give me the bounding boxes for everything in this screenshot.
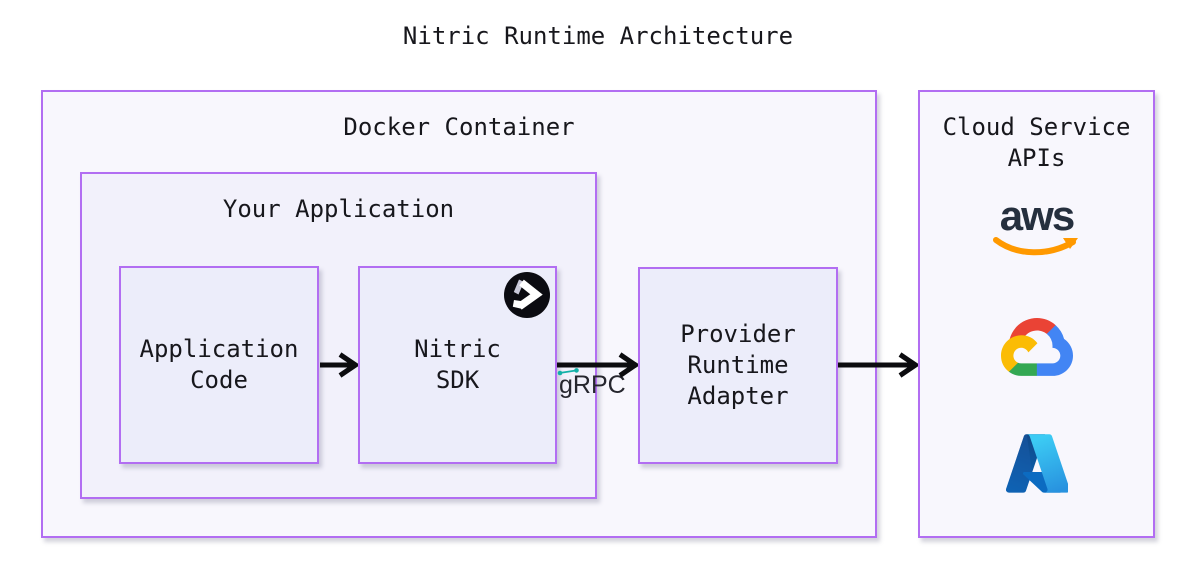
- application-code-box: Application Code: [119, 266, 319, 464]
- aws-logo: aws: [991, 192, 1083, 258]
- grpc-label: gRPC: [559, 371, 626, 399]
- label-line: Adapter: [687, 382, 789, 410]
- label-line: SDK: [435, 366, 480, 394]
- your-application-box: Your Application Application Code Nitric: [80, 172, 597, 499]
- docker-container-box: Docker Container Your Application Applic…: [41, 90, 877, 538]
- nitric-sdk-label: Nitric SDK: [360, 268, 555, 462]
- aws-smile-icon: [992, 237, 1078, 256]
- label-line: Code: [190, 366, 248, 394]
- arrow-sdk-to-provider-icon: [557, 352, 638, 378]
- label-line: Cloud Service: [942, 113, 1131, 141]
- aws-logo-text: aws: [999, 192, 1075, 239]
- google-cloud-logo: [1000, 318, 1073, 376]
- label-line: APIs: [1007, 144, 1066, 172]
- nitric-sdk-box: Nitric SDK: [358, 266, 557, 464]
- provider-runtime-adapter-box: Provider Runtime Adapter: [638, 267, 838, 464]
- docker-container-label: Docker Container: [343, 113, 575, 141]
- your-application-label: Your Application: [222, 195, 455, 223]
- label-line: Runtime: [687, 351, 789, 379]
- label-line: Nitric: [414, 335, 501, 363]
- cloud-service-apis-box: Cloud Service APIs aws: [918, 90, 1155, 538]
- grpc-label-group: gRPC: [556, 366, 636, 400]
- label-line: Provider: [680, 320, 796, 348]
- provider-runtime-adapter-label: Provider Runtime Adapter: [640, 269, 836, 462]
- nitric-logo-icon: [504, 272, 550, 318]
- application-code-label: Application Code: [121, 268, 317, 462]
- diagram-title: Nitric Runtime Architecture: [402, 22, 794, 50]
- azure-logo: [1005, 434, 1068, 493]
- cloud-service-apis-label: Cloud Service APIs: [920, 112, 1153, 174]
- label-line: Application: [139, 335, 299, 363]
- grpc-antenna-mark-icon: [557, 368, 579, 376]
- arrow-app-code-to-sdk-icon: [320, 352, 358, 378]
- arrow-provider-to-cloud-icon: [838, 352, 918, 378]
